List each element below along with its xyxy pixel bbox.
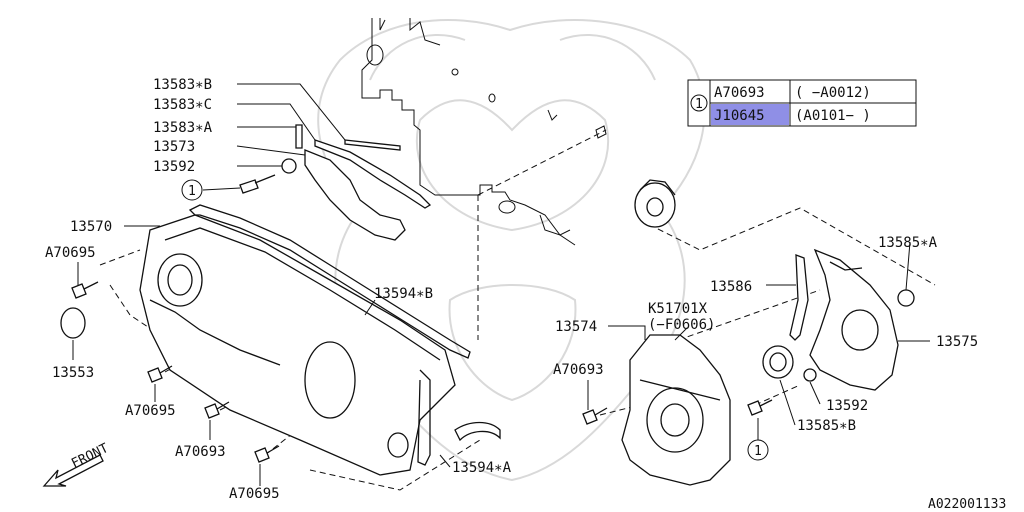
label-13553: 13553 xyxy=(52,365,94,381)
svg-text:1: 1 xyxy=(188,184,196,199)
right-cover-13575 xyxy=(809,248,899,391)
label-13583-b: 13583∗B xyxy=(153,77,212,93)
label-13585-b: 13585∗B xyxy=(797,418,856,434)
engine-block-outline xyxy=(361,18,607,246)
label-a70695-low: A70695 xyxy=(229,486,280,502)
label-a70695-mid: A70695 xyxy=(125,403,176,419)
label-a70693-right: A70693 xyxy=(553,362,604,378)
leader-lines xyxy=(72,83,930,486)
label-13575: 13575 xyxy=(936,334,978,350)
table-range-1: ( −A0012) xyxy=(795,85,871,101)
svg-text:1: 1 xyxy=(754,444,762,459)
label-13585-a: 13585∗A xyxy=(878,235,938,251)
upper-seal-13583B xyxy=(344,139,401,151)
bolt-A70693-right xyxy=(582,407,608,425)
bolt-A70695-left xyxy=(71,281,99,299)
label-13574: 13574 xyxy=(555,319,597,335)
upper-seal-13583C xyxy=(314,139,432,209)
label-13592-right: 13592 xyxy=(826,398,868,414)
highlight-row xyxy=(711,104,789,125)
upper-seal-13583A xyxy=(295,124,303,149)
front-arrow: FRONT xyxy=(42,441,111,487)
washer-13592 xyxy=(281,158,297,174)
label-13592-top: 13592 xyxy=(153,159,195,175)
table-part-j10645: J10645 xyxy=(714,108,765,124)
label-13594-a: 13594∗A xyxy=(452,460,512,476)
reference-table: 1 A70693 ( −A0012) J10645 (A0101− ) xyxy=(687,79,917,127)
label-k51701x: K51701X xyxy=(648,301,708,317)
upper-cover-13573 xyxy=(304,149,406,241)
callout-labels: 13583∗B 13583∗C 13583∗A 13573 13592 1357… xyxy=(45,77,978,502)
plug-13553 xyxy=(60,307,86,339)
diagram-id: A022001133 xyxy=(928,497,1006,512)
seal-13585B xyxy=(762,345,794,379)
center-cover-13574 xyxy=(621,334,731,486)
gasket-13594B xyxy=(188,204,471,466)
label-13573: 13573 xyxy=(153,139,195,155)
ref-marker-lower: 1 xyxy=(747,439,769,461)
table-part-a70693: A70693 xyxy=(714,85,765,101)
svg-text:1: 1 xyxy=(695,97,703,112)
label-13570: 13570 xyxy=(70,219,112,235)
label-f0606: (−F0606) xyxy=(648,317,715,333)
bolt-A70695-low xyxy=(254,445,280,463)
front-label: FRONT xyxy=(69,441,111,472)
oring-13585A xyxy=(897,289,915,307)
table-range-2: (A0101− ) xyxy=(795,108,871,124)
gasket-13594A xyxy=(454,421,501,442)
label-13586: 13586 xyxy=(710,279,752,295)
bolt-1-right xyxy=(747,399,773,416)
ref-marker-upper: 1 xyxy=(181,179,203,201)
label-a70695-top: A70695 xyxy=(45,245,96,261)
bolt-A70693-left xyxy=(204,401,230,419)
label-13594-b: 13594∗B xyxy=(374,286,433,302)
seal-strip-13586 xyxy=(789,254,809,341)
bolt-A70695-mid xyxy=(147,365,173,383)
table-ref-marker xyxy=(690,94,708,112)
washer-13592-right xyxy=(803,368,817,382)
tensioner-assembly xyxy=(634,179,676,228)
label-a70693-left: A70693 xyxy=(175,444,226,460)
label-13583-c: 13583∗C xyxy=(153,97,212,113)
left-belt-cover-13570 xyxy=(139,214,456,476)
label-13583-a: 13583∗A xyxy=(153,120,213,136)
bolt-1-upper xyxy=(239,174,276,194)
